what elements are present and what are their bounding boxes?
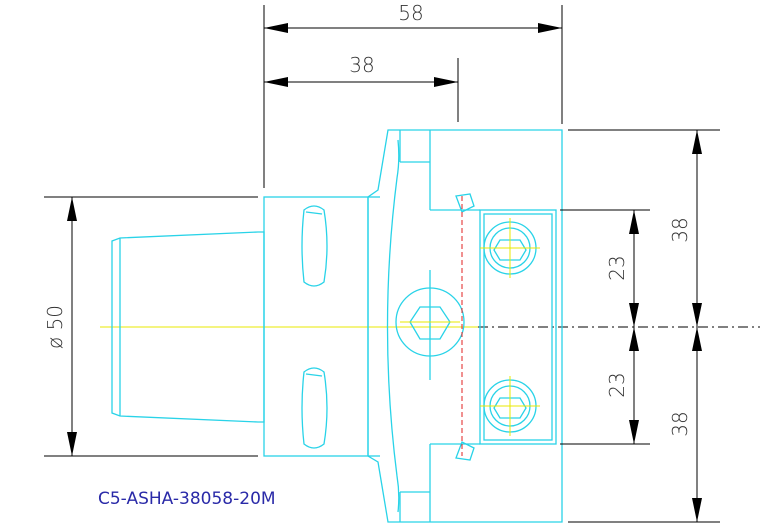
- tool-head: [367, 129, 563, 523]
- dim-label-shank-diameter: ø 50: [43, 305, 67, 349]
- dim-label-lower-screw: 23: [605, 372, 629, 397]
- part-number-label: C5-ASHA-38058-20M: [98, 489, 276, 509]
- dim-label-upper-screw: 23: [605, 255, 629, 280]
- dim-label-head-offset: 38: [349, 53, 374, 77]
- dim-label-lower-height: 38: [668, 411, 692, 436]
- dimension-lines: [67, 23, 702, 522]
- dim-label-upper-height: 38: [668, 217, 692, 242]
- dim-label-overall-length: 58: [398, 1, 423, 25]
